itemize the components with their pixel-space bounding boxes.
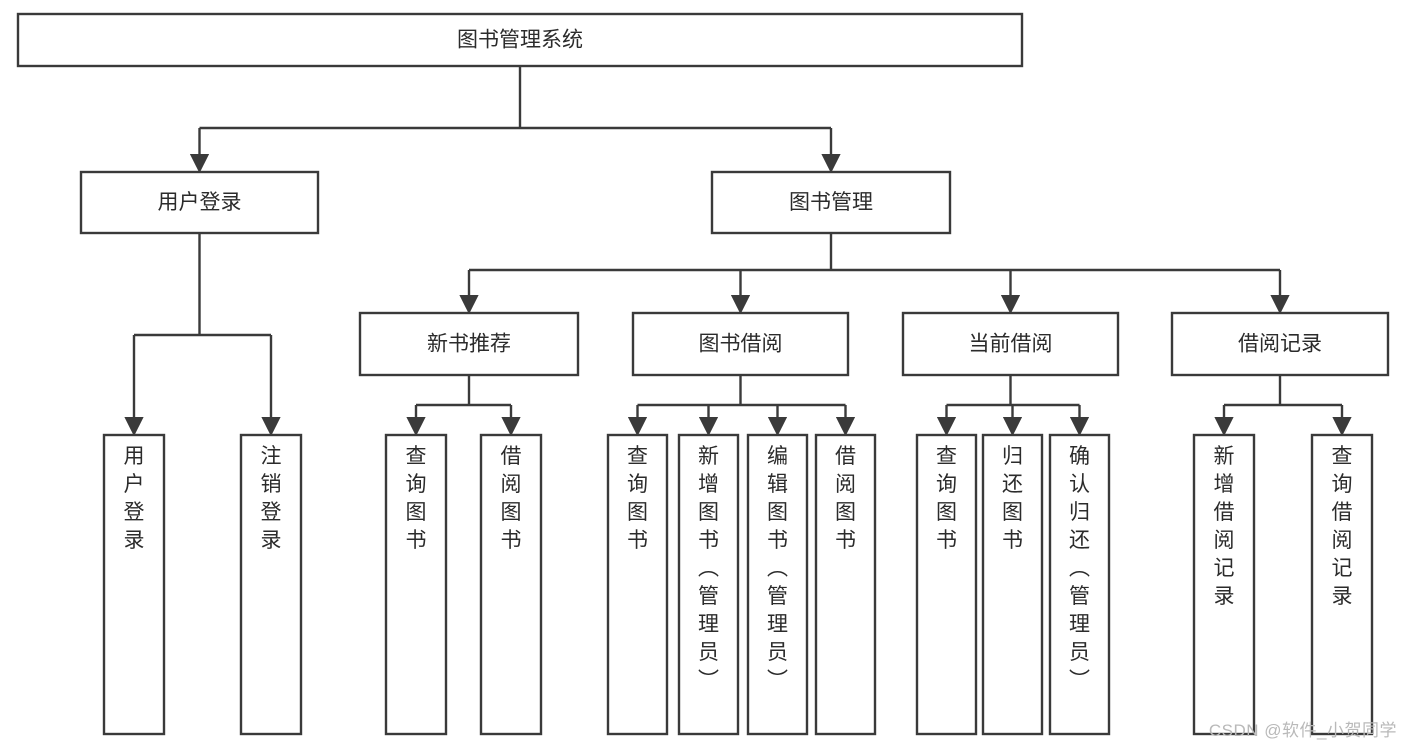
node-label: 借阅图书 bbox=[835, 445, 856, 552]
watermark-label: CSDN @软件_小贺同学 bbox=[1208, 721, 1397, 740]
node-leaf-user-login[interactable]: 用户登录 bbox=[102, 433, 166, 736]
node-box bbox=[239, 433, 303, 736]
node-box bbox=[479, 433, 543, 736]
node-box bbox=[901, 311, 1120, 377]
node-box bbox=[1192, 433, 1256, 736]
node-leaf-edit-book[interactable]: 编辑图书︵管理员︶ bbox=[746, 433, 809, 736]
node-leaf-logout[interactable]: 注销登录 bbox=[239, 433, 303, 736]
node-label: 确认归还︵管理员︶ bbox=[1069, 445, 1090, 692]
node-label: 查询图书 bbox=[627, 445, 648, 552]
node-box bbox=[384, 433, 448, 736]
node-box bbox=[677, 433, 740, 736]
node-label: 用户登录 bbox=[158, 191, 242, 214]
node-label: 图书管理系统 bbox=[457, 29, 583, 52]
node-label: 图书借阅 bbox=[699, 333, 783, 356]
node-current-borrow[interactable]: 当前借阅 bbox=[901, 311, 1120, 377]
node-box bbox=[79, 170, 320, 235]
node-book-borrow[interactable]: 图书借阅 bbox=[631, 311, 850, 377]
connector-layer bbox=[124, 66, 1352, 437]
node-box bbox=[102, 433, 166, 736]
node-label: 归还图书 bbox=[1002, 445, 1023, 552]
node-box bbox=[710, 170, 952, 235]
node-label: 查询图书 bbox=[406, 445, 427, 552]
node-user-login[interactable]: 用户登录 bbox=[79, 170, 320, 235]
node-box bbox=[606, 433, 669, 736]
node-box bbox=[1170, 311, 1390, 377]
node-label: 借阅记录 bbox=[1238, 333, 1322, 356]
node-leaf-query-record[interactable]: 查询借阅记录 bbox=[1310, 433, 1374, 736]
node-leaf-add-book[interactable]: 新增图书︵管理员︶ bbox=[677, 433, 740, 736]
node-leaf-query-book-rec[interactable]: 查询图书 bbox=[384, 433, 448, 736]
node-box bbox=[631, 311, 850, 377]
node-leaf-query-book-cur[interactable]: 查询图书 bbox=[915, 433, 978, 736]
node-label: 图书管理 bbox=[789, 191, 873, 214]
node-book-manage[interactable]: 图书管理 bbox=[710, 170, 952, 235]
node-box bbox=[915, 433, 978, 736]
node-box bbox=[814, 433, 877, 736]
node-box bbox=[16, 12, 1024, 68]
node-leaf-borrow-book[interactable]: 借阅图书 bbox=[814, 433, 877, 736]
node-box bbox=[1310, 433, 1374, 736]
node-label: 注销登录 bbox=[261, 445, 282, 552]
node-layer: 图书管理系统用户登录图书管理新书推荐图书借阅当前借阅借阅记录用户登录注销登录查询… bbox=[16, 12, 1390, 736]
node-label: 编辑图书︵管理员︶ bbox=[767, 445, 788, 692]
node-label: 当前借阅 bbox=[969, 333, 1053, 356]
node-leaf-return-book[interactable]: 归还图书 bbox=[981, 433, 1044, 736]
node-box bbox=[358, 311, 580, 377]
node-label: 借阅图书 bbox=[501, 445, 522, 552]
node-leaf-confirm-return[interactable]: 确认归还︵管理员︶ bbox=[1048, 433, 1111, 736]
node-new-book-rec[interactable]: 新书推荐 bbox=[358, 311, 580, 377]
node-box bbox=[746, 433, 809, 736]
node-label: 新增借阅记录 bbox=[1214, 445, 1235, 608]
node-label: 查询借阅记录 bbox=[1332, 445, 1353, 608]
node-label: 查询图书 bbox=[936, 445, 957, 552]
node-leaf-query-book-borrow[interactable]: 查询图书 bbox=[606, 433, 669, 736]
node-label: 新书推荐 bbox=[427, 333, 511, 356]
node-box bbox=[1048, 433, 1111, 736]
node-label: 用户登录 bbox=[124, 445, 145, 552]
node-leaf-add-record[interactable]: 新增借阅记录 bbox=[1192, 433, 1256, 736]
node-root[interactable]: 图书管理系统 bbox=[16, 12, 1024, 68]
node-box bbox=[981, 433, 1044, 736]
node-leaf-borrow-book-rec[interactable]: 借阅图书 bbox=[479, 433, 543, 736]
node-label: 新增图书︵管理员︶ bbox=[698, 445, 719, 692]
node-borrow-record[interactable]: 借阅记录 bbox=[1170, 311, 1390, 377]
